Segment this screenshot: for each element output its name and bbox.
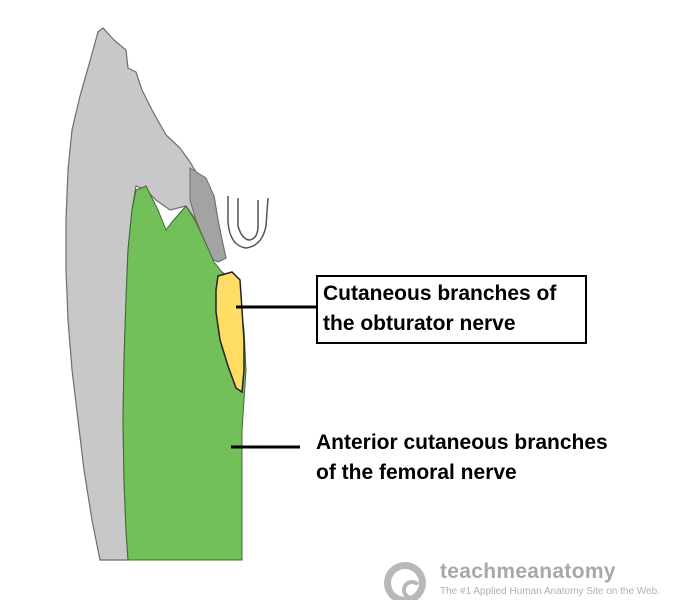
leg-silhouette: [65, 27, 227, 561]
watermark-tagline: The #1 Applied Human Anatomy Site on the…: [440, 586, 660, 597]
external-genitalia-outline: [227, 196, 269, 249]
obturator-label-line-1: Cutaneous branches of: [323, 282, 557, 305]
copyright-logo-icon: [384, 562, 426, 600]
obturator-label-line-2: the obturator nerve: [323, 312, 516, 335]
watermark-site-name: teachmeanatomy: [440, 560, 616, 583]
teachmeanatomy-watermark: teachmeanatomy The #1 Applied Human Anat…: [384, 560, 682, 600]
obturator-nerve-region: [215, 271, 245, 394]
groin-region: [189, 167, 227, 263]
obturator-nerve-label: Cutaneous branches of the obturator nerv…: [316, 275, 587, 344]
femoral-nerve-region: [122, 185, 247, 561]
femoral-label-line-2: of the femoral nerve: [316, 461, 517, 484]
femoral-label-line-1: Anterior cutaneous branches: [316, 431, 608, 454]
femoral-nerve-label: Anterior cutaneous branches of the femor…: [316, 428, 608, 488]
